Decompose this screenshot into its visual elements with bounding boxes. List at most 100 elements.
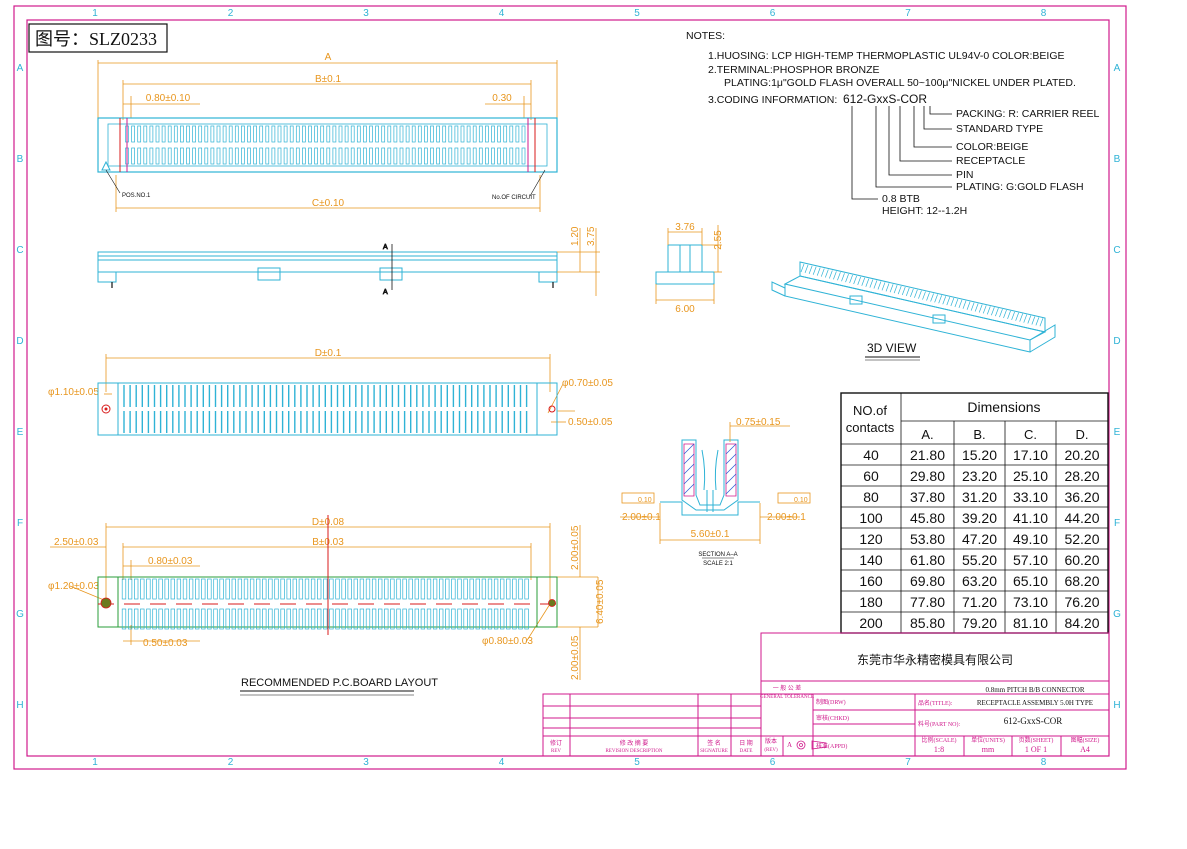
- pad: [365, 608, 371, 630]
- notes-heading: NOTES:: [686, 30, 725, 42]
- pad: [298, 608, 304, 630]
- pin: [247, 125, 251, 143]
- pin: [167, 125, 172, 143]
- grid-row-label: F: [1114, 518, 1120, 529]
- pin: [515, 125, 520, 143]
- pin: [143, 125, 148, 143]
- signature-label-en: SIGNATURE: [700, 749, 728, 754]
- pin: [161, 147, 166, 165]
- pin: [926, 292, 930, 301]
- pad: [439, 608, 444, 630]
- pad: [408, 608, 413, 630]
- pad: [426, 608, 432, 630]
- pad: [451, 578, 456, 600]
- coding-item: RECEPTACLE: [956, 155, 1025, 167]
- table-cell-contacts: 200: [859, 615, 883, 631]
- pin: [978, 304, 983, 313]
- pin: [198, 147, 203, 165]
- pin: [829, 270, 833, 279]
- table-cell-contacts: 140: [859, 552, 883, 568]
- pin: [808, 265, 813, 274]
- pad: [280, 608, 285, 630]
- pad: [359, 608, 365, 630]
- pin: [356, 125, 361, 143]
- pin: [180, 125, 184, 143]
- grid-row-label: E: [17, 427, 24, 438]
- pad: [402, 608, 407, 630]
- pin: [180, 147, 184, 165]
- pin: [381, 125, 386, 143]
- pin: [399, 125, 404, 143]
- pad: [268, 578, 273, 600]
- size-label: 图幅(SIZE): [1071, 736, 1100, 744]
- pin: [234, 125, 239, 143]
- table-cell: 21.80: [910, 447, 945, 463]
- section-a-a: 0.75±0.15 0.10 0.10 2.00±0.1 2.00±0.1 5.…: [620, 417, 811, 567]
- pin: [393, 125, 398, 143]
- pin: [914, 289, 918, 298]
- pin: [363, 147, 367, 165]
- pin: [881, 282, 886, 291]
- pin: [1027, 315, 1032, 324]
- pin: [411, 125, 416, 143]
- pin: [277, 125, 282, 143]
- table-head-no-1: NO.of: [853, 403, 887, 418]
- pin: [332, 147, 337, 165]
- pin: [885, 283, 890, 292]
- pad: [280, 578, 285, 600]
- pad: [268, 608, 273, 630]
- pin: [369, 147, 373, 165]
- pin: [375, 147, 379, 165]
- table-cell: 29.80: [910, 468, 945, 484]
- pin: [861, 277, 866, 286]
- pin: [942, 296, 947, 305]
- pcb-layout-label: RECOMMENDED P.C.BOARD LAYOUT: [241, 677, 438, 689]
- pin: [999, 308, 1003, 318]
- grid-col-label: 4: [499, 757, 505, 768]
- date-label: 日 期: [739, 739, 753, 747]
- pin: [442, 125, 447, 143]
- grid-col-label: 4: [499, 8, 505, 19]
- pos-no-1: POS.NO.1: [122, 193, 151, 199]
- grid-col-label: 5: [634, 8, 640, 19]
- pin: [344, 147, 349, 165]
- pad: [481, 578, 487, 600]
- notes-block: NOTES: 1.HUOSING: LCP HIGH-TEMP THERMOPL…: [686, 30, 1099, 217]
- pin: [905, 287, 910, 297]
- tolerance-heading-en: GENERAL TOLERANCE: [760, 695, 814, 700]
- pin: [302, 125, 306, 143]
- pad: [384, 578, 389, 600]
- grid-col-label: 6: [770, 757, 776, 768]
- part-name-line2: RECEPTACLE ASSEMBLY 5.0H TYPE: [977, 699, 1093, 707]
- pin: [228, 125, 233, 143]
- pin: [893, 285, 898, 294]
- pad: [500, 608, 505, 630]
- note-3: 3.CODING INFORMATION:: [708, 94, 837, 106]
- pin: [417, 147, 422, 165]
- dim-600: 6.00: [675, 304, 695, 315]
- pad: [292, 578, 297, 600]
- pad: [213, 578, 218, 600]
- table-cell: 37.80: [910, 489, 945, 505]
- pad: [347, 608, 352, 630]
- pin: [897, 285, 902, 295]
- table-cell: 36.20: [1064, 489, 1099, 505]
- pin: [849, 274, 853, 284]
- pad: [207, 608, 212, 630]
- pad: [152, 578, 157, 600]
- pin: [186, 147, 190, 165]
- pin: [946, 296, 951, 306]
- pin: [430, 147, 434, 165]
- table-cell: 57.10: [1013, 552, 1048, 568]
- pin: [1031, 316, 1036, 325]
- pad: [176, 608, 182, 630]
- dim-075: 0.75±0.15: [736, 417, 781, 428]
- pad: [481, 608, 487, 630]
- pin: [497, 125, 501, 143]
- revision-desc-label-en: REVISION DESCRIPTION: [605, 749, 662, 754]
- table-col-header: B.: [973, 427, 985, 442]
- coding-item: STANDARD TYPE: [956, 123, 1043, 135]
